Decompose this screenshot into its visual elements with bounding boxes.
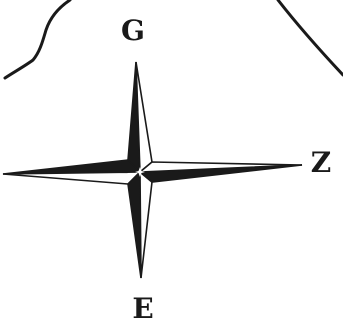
compass-west-light xyxy=(3,172,140,184)
coastline-left xyxy=(5,0,70,78)
compass-label-north: G xyxy=(121,14,145,47)
compass-label-south: E xyxy=(132,292,153,325)
compass-rose xyxy=(3,62,302,278)
compass-south-dark xyxy=(128,172,141,278)
compass-label-east: Z xyxy=(311,146,331,179)
boundary-right xyxy=(278,0,343,75)
compass-south-light xyxy=(140,172,152,278)
